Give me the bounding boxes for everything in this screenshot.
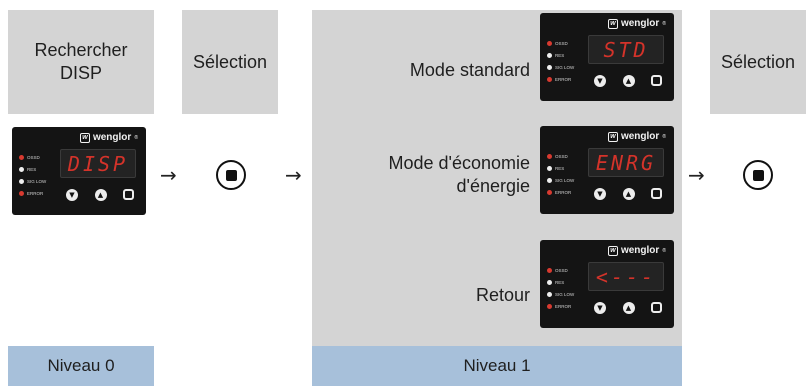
led-red-icon <box>19 190 24 196</box>
brand-logo: w wenglor® <box>79 132 138 143</box>
arrow-right-icon: → <box>160 163 177 187</box>
selection-label-right: Sélection <box>720 51 796 72</box>
down-key-icon[interactable]: ▼ <box>594 188 606 200</box>
selection-label-left: Sélection <box>192 51 268 72</box>
device-keys: ▼ ▲ <box>60 189 140 201</box>
device-display: ENRG <box>588 148 664 177</box>
arrow-right-icon: → <box>285 163 302 187</box>
up-key-icon[interactable]: ▲ <box>622 75 635 87</box>
arrow-right-icon: → <box>688 163 705 187</box>
selection-box-right <box>710 10 806 114</box>
enter-key-icon[interactable] <box>651 302 662 313</box>
device-display: <--- <box>588 262 664 291</box>
mode-eco-label: Mode d'économie d'énergie <box>388 153 530 196</box>
search-disp-box <box>8 10 154 114</box>
level1-footer: Niveau 1 <box>312 346 682 386</box>
select-button-icon[interactable] <box>216 160 246 190</box>
enter-key-icon[interactable] <box>123 189 134 200</box>
led-ossd: OSSD <box>19 151 59 163</box>
device-display: STD <box>588 35 664 64</box>
search-disp-label: Rechercher DISP <box>34 40 128 83</box>
led-error: ERROR <box>19 187 59 199</box>
up-key-icon[interactable]: ▲ <box>94 189 107 201</box>
retour-label: Retour <box>475 284 530 305</box>
led-list: OSSD RES SIG LOW ERROR <box>19 151 59 199</box>
down-key-icon[interactable]: ▼ <box>594 75 606 87</box>
up-key-icon[interactable]: ▲ <box>622 302 635 314</box>
selection-box-left <box>182 10 278 114</box>
mode-standard-label: Mode standard <box>409 59 530 80</box>
led-red-icon <box>19 154 24 160</box>
led-sig-low: SIG LOW <box>19 175 59 187</box>
down-key-icon[interactable]: ▼ <box>66 189 78 201</box>
led-icon <box>19 166 24 172</box>
wenglor-logo-icon: w <box>607 245 618 256</box>
wenglor-logo-icon: w <box>607 131 618 142</box>
down-key-icon[interactable]: ▼ <box>594 302 606 314</box>
enter-key-icon[interactable] <box>651 75 662 86</box>
led-icon <box>19 178 24 184</box>
level0-footer: Niveau 0 <box>8 346 154 386</box>
wenglor-logo-icon: w <box>79 132 90 143</box>
up-key-icon[interactable]: ▲ <box>622 188 635 200</box>
select-button-icon[interactable] <box>743 160 773 190</box>
device-disp: w wenglor® DISP OSSD RES SIG LOW ERROR ▼… <box>12 127 146 215</box>
led-res: RES <box>19 163 59 175</box>
wenglor-logo-icon: w <box>607 18 618 29</box>
device-display: DISP <box>60 149 136 178</box>
enter-key-icon[interactable] <box>651 188 662 199</box>
